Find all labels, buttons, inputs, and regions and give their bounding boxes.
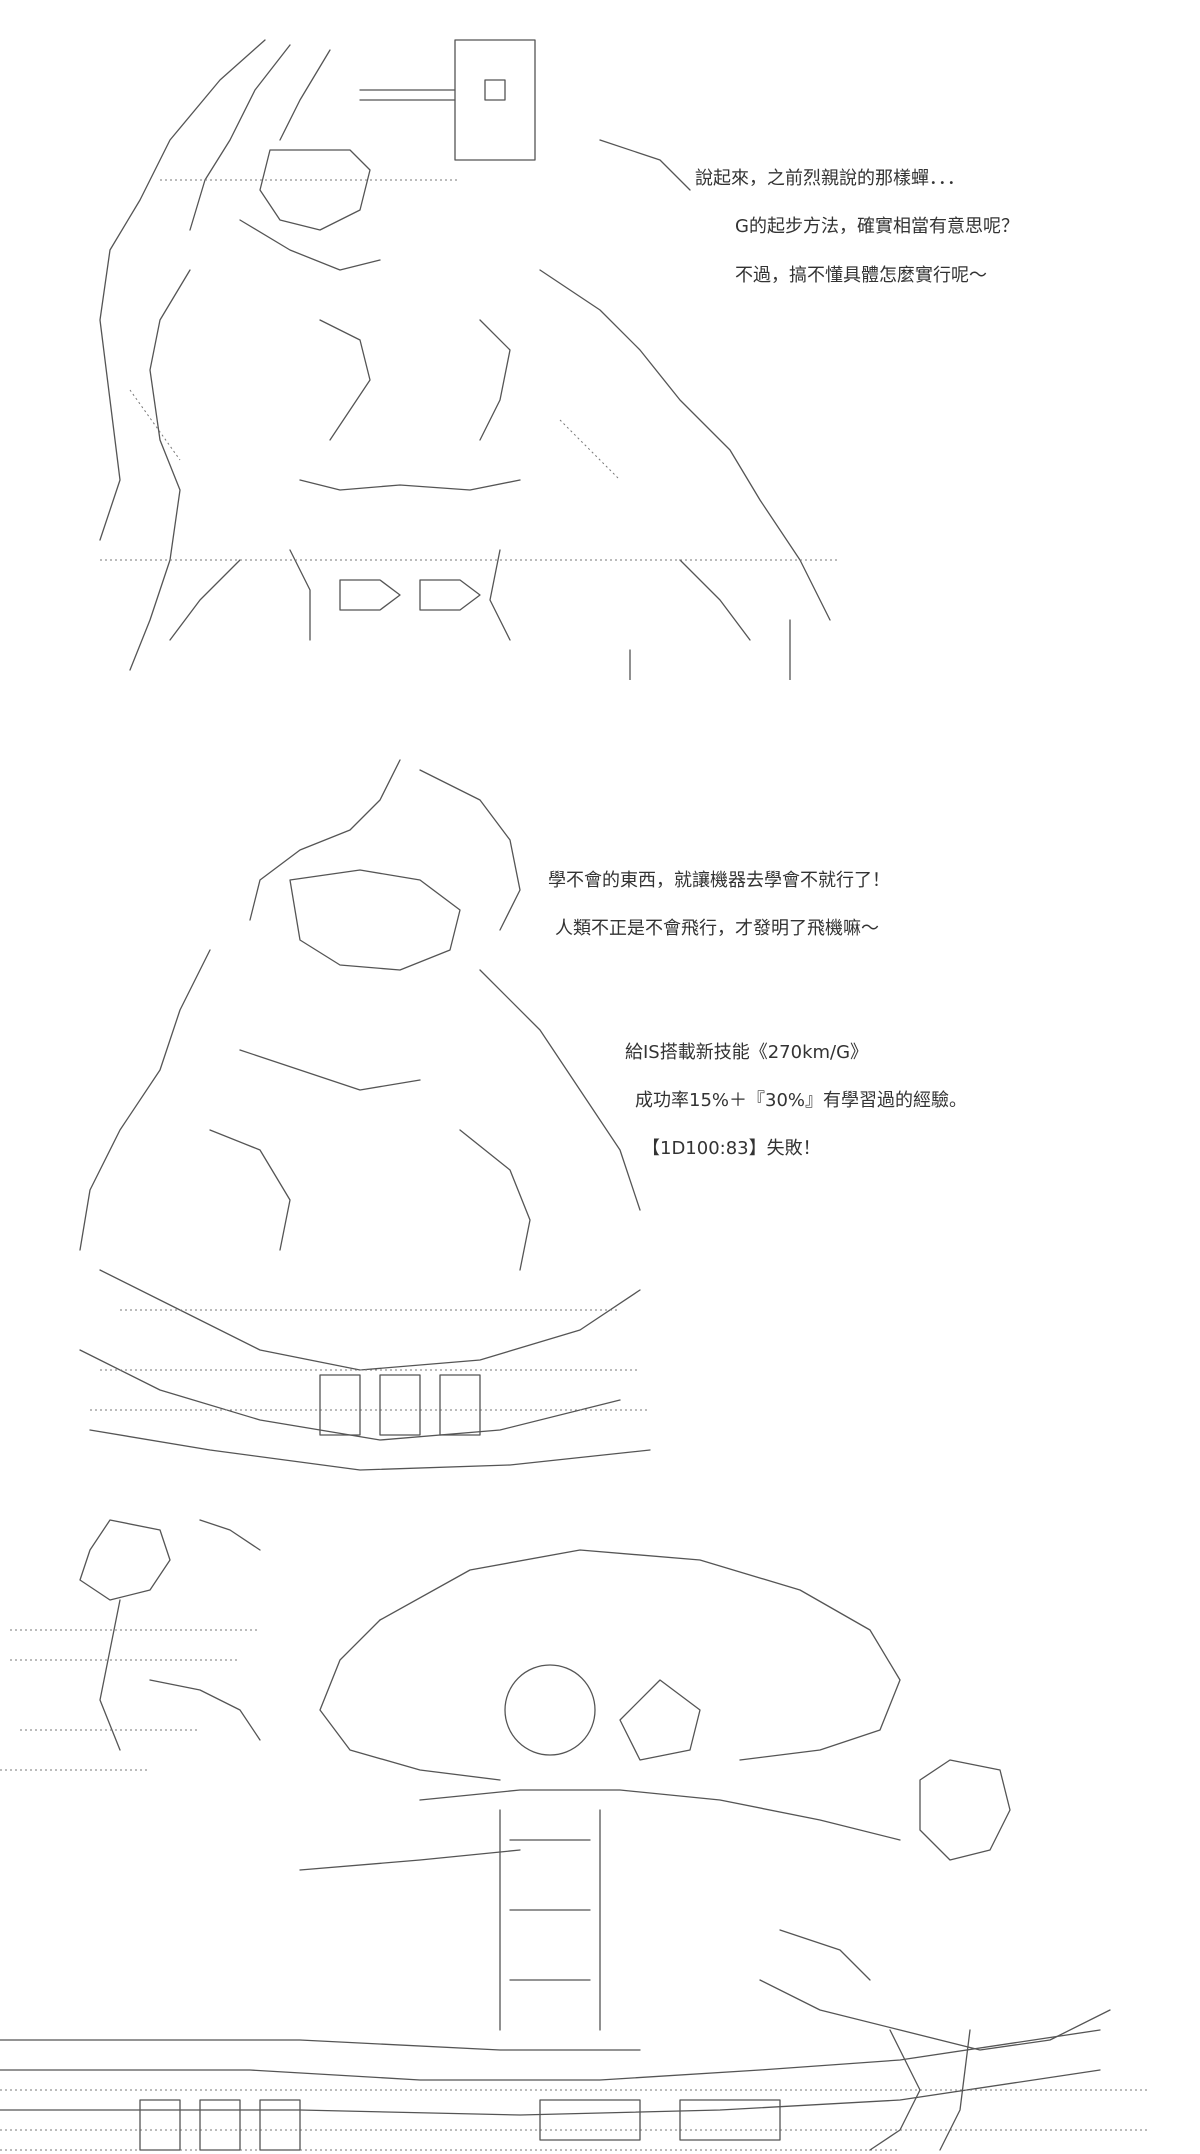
panel1-ascii-art: [40, 20, 840, 680]
panel2-line-3: 給IS搭載新技能《270km/G》: [625, 1042, 869, 1063]
panel2-line-1: 學不會的東西，就讓機器去學會不就行了！: [548, 870, 890, 891]
panel1-line-1: 說起來，之前烈親說的那樣蟬．．．: [695, 168, 965, 189]
panel2-line-2: 人類不正是不會飛行，才發明了飛機嘛～: [555, 918, 879, 939]
panel1-line-3: 不過，搞不懂具體怎麼實行呢～: [735, 265, 987, 286]
panel2-line-4: 成功率15%＋『30%』有學習過的經驗。: [635, 1090, 968, 1111]
panel2-line-5: 【1D100:83】失敗！: [642, 1138, 821, 1159]
panel1-line-2: G的起步方法，確實相當有意思呢？: [735, 216, 1019, 237]
panel3-ascii-art: [0, 1510, 1200, 2154]
panel2-ascii-art: [60, 750, 660, 1490]
